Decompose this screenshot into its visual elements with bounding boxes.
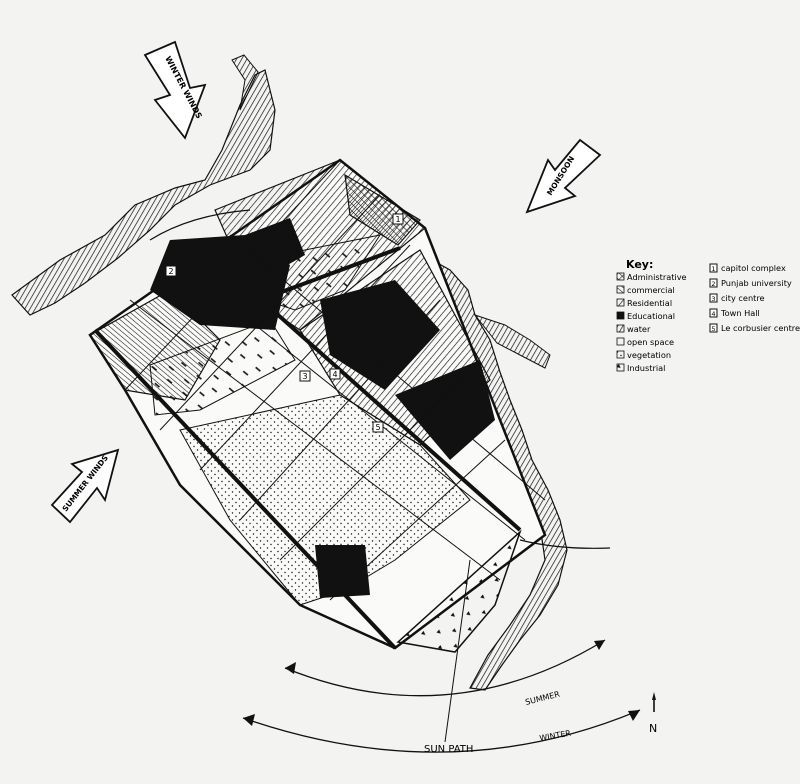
zone-administrative	[344, 173, 421, 246]
zone-educational-south	[395, 360, 495, 460]
legend-swatch-4	[616, 324, 625, 333]
zone-vegetation	[179, 394, 471, 606]
legend-label-1: commercial	[627, 285, 675, 295]
legend-landmarks: 1 capitol complex 2 Punjab university 3 city …	[709, 263, 800, 333]
landmark-num-4: 5	[711, 325, 715, 333]
legend-swatch-1	[616, 285, 625, 294]
landmark-markers: 1 2 3 4 5	[165, 213, 404, 433]
legend-label-5: open space	[627, 337, 674, 347]
landmark-num-0: 1	[711, 265, 715, 273]
landmark-num-3: 4	[711, 310, 715, 318]
zone-educational-block	[245, 218, 305, 275]
landmark-label-4: Le corbusier centre	[721, 323, 800, 333]
legend-swatch-0	[616, 272, 625, 281]
zone-open-space-mid	[149, 319, 296, 416]
landmark-box-4	[709, 323, 718, 333]
landmark-num-1: 2	[711, 280, 715, 288]
legend-swatch-5	[616, 337, 625, 346]
legend-swatch-6	[616, 350, 625, 359]
winter-arc	[242, 709, 641, 753]
curved-road	[149, 209, 251, 241]
legend: Key: Administrative commercialResidential…	[616, 258, 800, 373]
summer-winds-arrow: SUMMER WINDS	[50, 448, 120, 524]
legend-swatch-3	[616, 311, 625, 320]
svg-text:N: N	[649, 722, 657, 735]
main-roads	[93, 246, 522, 650]
monsoon-arrow: MONSOON	[525, 138, 602, 214]
svg-text:Key:: Key:	[626, 258, 653, 271]
svg-text:1: 1	[395, 215, 400, 224]
summer-arc	[284, 639, 606, 697]
legend-swatch-2	[616, 298, 625, 307]
svg-text:WINTER: WINTER	[539, 729, 572, 743]
winter-winds-arrow: WINTER WINDS	[143, 40, 207, 140]
landmark-label-1: Punjab university	[721, 278, 792, 288]
zone-educational-east	[320, 280, 440, 390]
curved-road-east	[519, 539, 611, 549]
river-east-branch	[473, 313, 551, 369]
landmark-num-2: 3	[711, 295, 715, 303]
svg-text:2: 2	[168, 267, 173, 276]
zone-educational-sq	[315, 545, 370, 598]
landmark-label-0: capitol complex	[721, 263, 786, 273]
legend-swatch-7	[616, 363, 625, 372]
marker-2: 2	[165, 265, 177, 277]
landmark-label-3: Town Hall	[720, 308, 760, 318]
marker-3: 3	[299, 370, 311, 382]
river-west-tail	[231, 54, 259, 111]
svg-text:3: 3	[302, 372, 307, 381]
landmark-box-0	[709, 263, 718, 273]
legend-label-4: water	[627, 324, 651, 334]
marker-1: 1	[392, 213, 404, 225]
svg-text:5: 5	[375, 423, 380, 432]
marker-5: 5	[372, 421, 384, 433]
svg-text:SUN PATH: SUN PATH	[424, 744, 473, 755]
legend-label-2: Residential	[627, 298, 672, 308]
legend-label-6: vegetation	[627, 350, 671, 360]
legend-label-0: Administrative	[627, 272, 687, 282]
river-west	[11, 69, 276, 316]
legend-label-3: Educational	[627, 311, 675, 321]
sun-path-pointer	[444, 559, 471, 743]
north-arrow-icon: N	[649, 692, 657, 735]
legend-land-use: Administrative commercialResidentialEduca…	[616, 272, 687, 373]
zone-industrial	[396, 529, 522, 653]
legend-label-7: Industrial	[627, 363, 665, 373]
svg-text:4: 4	[332, 370, 337, 379]
landmark-box-2	[709, 293, 718, 303]
landmark-label-2: city centre	[721, 293, 765, 303]
landmark-box-1	[709, 278, 718, 288]
marker-4: 4	[329, 368, 341, 380]
landmark-box-3	[709, 308, 718, 318]
svg-text:SUMMER: SUMMER	[524, 690, 561, 707]
grid-lines	[124, 159, 546, 601]
